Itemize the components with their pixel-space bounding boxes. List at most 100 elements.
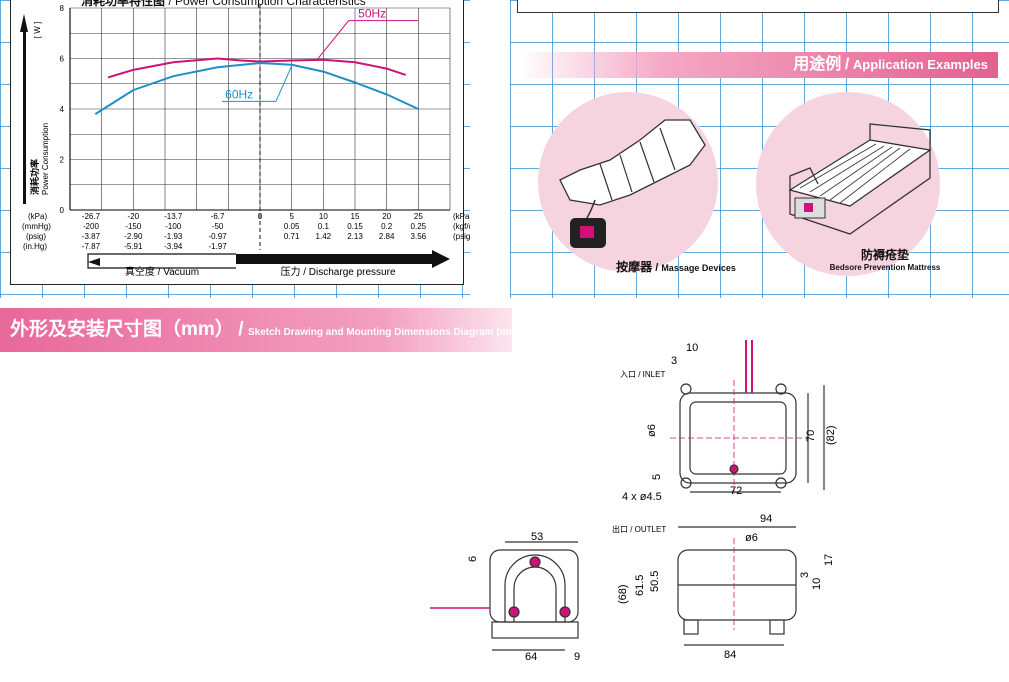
top-view-outlet bbox=[729, 464, 739, 474]
chart-title: 消耗功率特性图 / Power Consumption Characterist… bbox=[81, 0, 366, 9]
front-view-bolt-l bbox=[508, 606, 520, 618]
x-tick-kgf: 0.2 bbox=[381, 222, 393, 231]
dim-68: (68) bbox=[617, 584, 629, 604]
mattress-lines bbox=[799, 143, 911, 204]
x-tick-kgf: 0.15 bbox=[347, 222, 363, 231]
chart-series bbox=[94, 20, 419, 115]
massage-device-illustration bbox=[559, 119, 706, 248]
bed-headboard bbox=[869, 123, 931, 150]
massage-label-en: Massage Devices bbox=[661, 263, 736, 273]
x-tick-psig: -0.97 bbox=[208, 232, 227, 241]
dim-top-3: 3 bbox=[671, 355, 677, 367]
bed-pump-indicator bbox=[804, 203, 813, 212]
mattress-label-en: Bedsore Prevention Mattress bbox=[829, 263, 941, 272]
applications-title-cn: 用途例 bbox=[793, 56, 842, 73]
x-tick-inHg: -3.94 bbox=[164, 242, 183, 251]
dim-d6: ø6 bbox=[646, 424, 658, 437]
drawing-slash: / bbox=[238, 319, 244, 340]
top-view-foot-bl bbox=[680, 477, 692, 489]
top-view-foot-tl bbox=[680, 383, 692, 395]
x-tick-kpa: 25 bbox=[414, 212, 423, 221]
side-view-drawing bbox=[677, 526, 797, 646]
drawing-title-en: Sketch Drawing and Mounting Dimensions D… bbox=[247, 327, 512, 338]
massage-slash: / bbox=[655, 262, 659, 274]
front-view-bolt-r bbox=[559, 606, 571, 618]
drawing-title-cn: 外形及安装尺寸图（mm） bbox=[10, 319, 234, 340]
front-view-drawing bbox=[430, 541, 579, 651]
x-tick-inHg: -1.97 bbox=[208, 242, 227, 251]
bed-illustration bbox=[788, 123, 932, 235]
x-tick-psig-pos: 1.42 bbox=[316, 232, 332, 241]
applications-slash: / bbox=[844, 56, 850, 73]
x-tick-kpa: -6.7 bbox=[211, 212, 225, 221]
chart-panel: 消耗功率特性图 / Power Consumption Characterist… bbox=[10, 0, 464, 285]
dim-70: 70 bbox=[805, 430, 817, 442]
x-unit-right-kgf: (kgf/cm²) bbox=[453, 222, 470, 231]
top-view-drawing bbox=[670, 340, 825, 495]
dim-17: 17 bbox=[823, 554, 835, 566]
label-leader-50hz bbox=[316, 20, 350, 61]
drawing-banner: 外形及安装尺寸图（mm） / Sketch Drawing and Mounti… bbox=[0, 308, 512, 352]
front-view-bolt-top bbox=[529, 556, 541, 568]
x-tick-psig: -2.90 bbox=[124, 232, 143, 241]
x-tick-kpa: -13.7 bbox=[164, 212, 183, 221]
x-tick-kpa: 5 bbox=[289, 212, 294, 221]
x-unit-kpa: (kPa) bbox=[28, 212, 47, 221]
vacuum-arrow bbox=[87, 253, 236, 269]
series-line-50hz bbox=[107, 57, 407, 79]
label-leader-60hz bbox=[275, 65, 293, 102]
x-tick-psig-pos: 3.56 bbox=[411, 232, 427, 241]
x-unit-inhg: (in.Hg) bbox=[23, 242, 47, 251]
y-tick-label: 0 bbox=[60, 206, 65, 215]
x-tick-mmHg: -150 bbox=[125, 222, 142, 231]
x-tick-kgf: 0.05 bbox=[284, 222, 300, 231]
dim-82: (82) bbox=[825, 425, 837, 445]
x-unit-right-kpa: (kPa) bbox=[453, 212, 470, 221]
x-tick-kpa: 15 bbox=[351, 212, 360, 221]
mattress-caption: 防褥疮垫 Bedsore Prevention Mattress bbox=[805, 246, 965, 272]
dim-64: 64 bbox=[525, 651, 537, 663]
x-tick-inHg: -5.91 bbox=[124, 242, 143, 251]
series-label-50hz: 50Hz bbox=[358, 7, 386, 21]
dim-53: 53 bbox=[531, 531, 543, 543]
dim-94: 94 bbox=[760, 513, 772, 525]
y-label-en: Power Consumption bbox=[41, 123, 50, 195]
x-tick-kpa: -26.7 bbox=[82, 212, 101, 221]
vacuum-label: 真空度 / Vacuum bbox=[125, 265, 199, 278]
x-tick-kgf: 0.1 bbox=[318, 222, 330, 231]
applications-title-en: Application Examples bbox=[852, 57, 988, 72]
massage-label-cn: 按摩器 bbox=[616, 260, 653, 274]
y-tick-label: 4 bbox=[60, 105, 65, 114]
x-tick-kpa: 20 bbox=[382, 212, 391, 221]
mattress-label-cn: 防褥疮垫 bbox=[860, 248, 909, 262]
applications-banner: 用途例 / Application Examples bbox=[520, 52, 998, 78]
chart-title-slash: / bbox=[168, 0, 172, 8]
x-tick-psig-pos: 2.13 bbox=[347, 232, 363, 241]
vacuum-arrow-head-icon bbox=[88, 258, 100, 266]
x-tick-mmHg: -50 bbox=[212, 222, 224, 231]
dim-6: 6 bbox=[467, 556, 479, 562]
x-tick-kpa: -20 bbox=[128, 212, 140, 221]
leg-wrap-shape bbox=[559, 119, 706, 206]
dim-inlet: 入口 / INLET bbox=[620, 370, 665, 379]
dim-d6-b: ø6 bbox=[745, 532, 758, 544]
dim-holes: 4 x ø4.5 bbox=[622, 491, 662, 503]
x-tick-kpa: 10 bbox=[319, 212, 328, 221]
dim-3: 3 bbox=[799, 572, 811, 578]
dim-50-5: 50.5 bbox=[649, 571, 661, 592]
controller-screen bbox=[580, 226, 594, 238]
series-label-60hz: 60Hz bbox=[225, 87, 253, 101]
chart-title-cn: 消耗功率特性图 bbox=[81, 0, 166, 8]
side-view-foot-r bbox=[769, 619, 785, 635]
top-view-wires bbox=[745, 340, 753, 393]
massage-device-caption: 按摩器 / Massage Devices bbox=[586, 258, 766, 275]
y-unit: [ W ] bbox=[33, 22, 42, 38]
dim-84: 84 bbox=[724, 649, 736, 661]
front-view-arch bbox=[504, 554, 566, 622]
bed-footboard bbox=[789, 167, 819, 190]
y-axis-arrow-icon bbox=[20, 14, 28, 32]
x-unit-right-psig: (psig) bbox=[453, 232, 470, 241]
x-unit-psig: (psig) bbox=[26, 232, 46, 241]
